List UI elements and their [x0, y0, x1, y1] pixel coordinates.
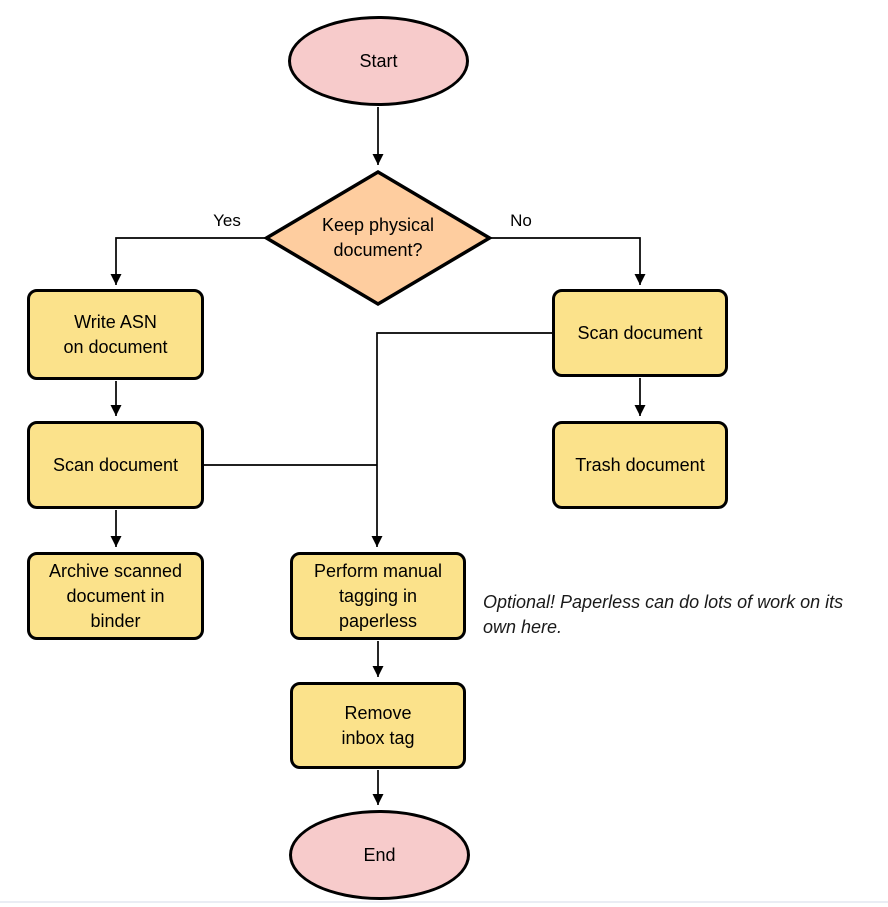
node-end: End	[289, 810, 470, 900]
edge-scanright-to-tagging	[371, 332, 552, 547]
node-scan-document-left: Scan document	[27, 421, 204, 509]
node-remove-inbox-tag-label: Remove inbox tag	[341, 702, 415, 748]
node-manual-tagging: Perform manual tagging in paperless	[290, 552, 466, 640]
node-trash-document: Trash document	[552, 421, 728, 509]
node-decision-label: Keep physical document?	[321, 215, 435, 260]
node-manual-tagging-label: Perform manual tagging in paperless	[313, 560, 443, 631]
node-trash-document-label: Trash document	[575, 454, 705, 475]
page-bottom-rule	[0, 901, 888, 903]
edge-decision-no	[490, 237, 646, 285]
node-write-asn-label: Write ASN on document	[63, 311, 168, 357]
optional-note: Optional! Paperless can do lots of work …	[483, 592, 844, 637]
node-start: Start	[288, 16, 469, 106]
node-archive-scanned-label: Archive scanned document in binder	[48, 560, 183, 631]
node-scan-document-right: Scan document	[552, 289, 728, 377]
node-remove-inbox-tag: Remove inbox tag	[290, 682, 466, 769]
edge-label-no: No	[510, 211, 532, 230]
decision-diamond-shape	[263, 169, 493, 307]
node-write-asn: Write ASN on document	[27, 289, 204, 380]
node-archive-scanned: Archive scanned document in binder	[27, 552, 204, 640]
edge-label-yes: Yes	[213, 211, 241, 230]
node-end-label: End	[363, 844, 396, 865]
node-scan-document-right-label: Scan document	[577, 322, 703, 343]
node-start-label: Start	[359, 50, 398, 71]
node-scan-document-left-label: Scan document	[52, 454, 179, 475]
edge-decision-yes	[110, 237, 266, 285]
